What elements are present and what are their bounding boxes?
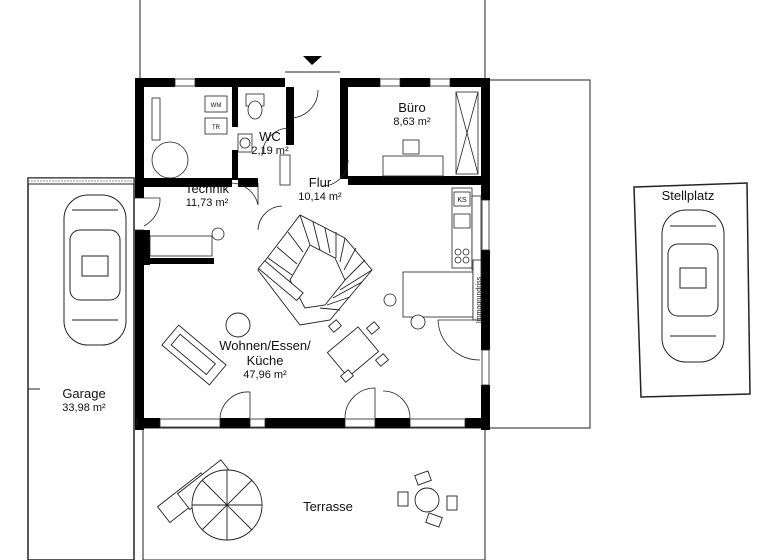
stellplatz (633, 182, 751, 398)
room-buero: Büro 8,63 m² (382, 100, 442, 129)
terrace-furniture (156, 459, 458, 541)
room-wohnen-area: 47,96 m² (243, 368, 287, 381)
room-flur: Flur 10,14 m² (290, 175, 350, 204)
room-garage: Garage 33,98 m² (47, 386, 121, 415)
tr-label: TR (212, 125, 221, 131)
living-furniture (161, 312, 390, 386)
staircase (257, 214, 373, 326)
room-wohnen-name2: Küche (246, 352, 284, 368)
room-wc-name: WC (259, 129, 281, 144)
garage-car (63, 194, 127, 346)
room-stellplatz: Stellplatz (648, 188, 728, 204)
room-technik: Technik 11,73 m² (172, 181, 242, 210)
buero-furniture (382, 91, 479, 177)
flur-fixtures (257, 154, 349, 231)
room-terrasse-name: Terrasse (303, 499, 353, 514)
room-wohnen-name1: Wohnen/Essen/ (219, 338, 311, 353)
room-terrasse: Terrasse (288, 499, 368, 515)
wm-label: WM (211, 103, 222, 109)
room-technik-name: Technik (184, 181, 230, 196)
room-stellplatz-name: Stellplatz (661, 188, 715, 203)
interior-walls (144, 87, 481, 265)
garage (27, 177, 135, 560)
garage-door (134, 197, 161, 231)
room-buero-area: 8,63 m² (393, 115, 431, 128)
exterior-walls (135, 78, 490, 430)
wc-fixtures (237, 93, 291, 157)
room-wohnen: Wohnen/Essen/ Küche 47,96 m² (210, 338, 320, 382)
kitchen (383, 187, 482, 361)
room-technik-area: 11,73 m² (185, 196, 229, 209)
technik-door (231, 182, 259, 206)
room-flur-name: Flur (308, 175, 332, 190)
room-buero-name: Büro (398, 100, 426, 115)
room-garage-area: 33,98 m² (62, 401, 106, 414)
windows (159, 78, 490, 428)
room-garage-name: Garage (62, 386, 106, 401)
immo-watermark: Immogrundriss (476, 276, 483, 323)
terrace-doors (136, 387, 411, 426)
room-flur-area: 10,14 m² (298, 190, 342, 203)
room-wc-area: 2,19 m² (251, 144, 289, 157)
ks-label: KS (457, 197, 467, 204)
room-wc: WC 2,19 m² (245, 129, 295, 158)
technik-equipment (149, 95, 228, 257)
